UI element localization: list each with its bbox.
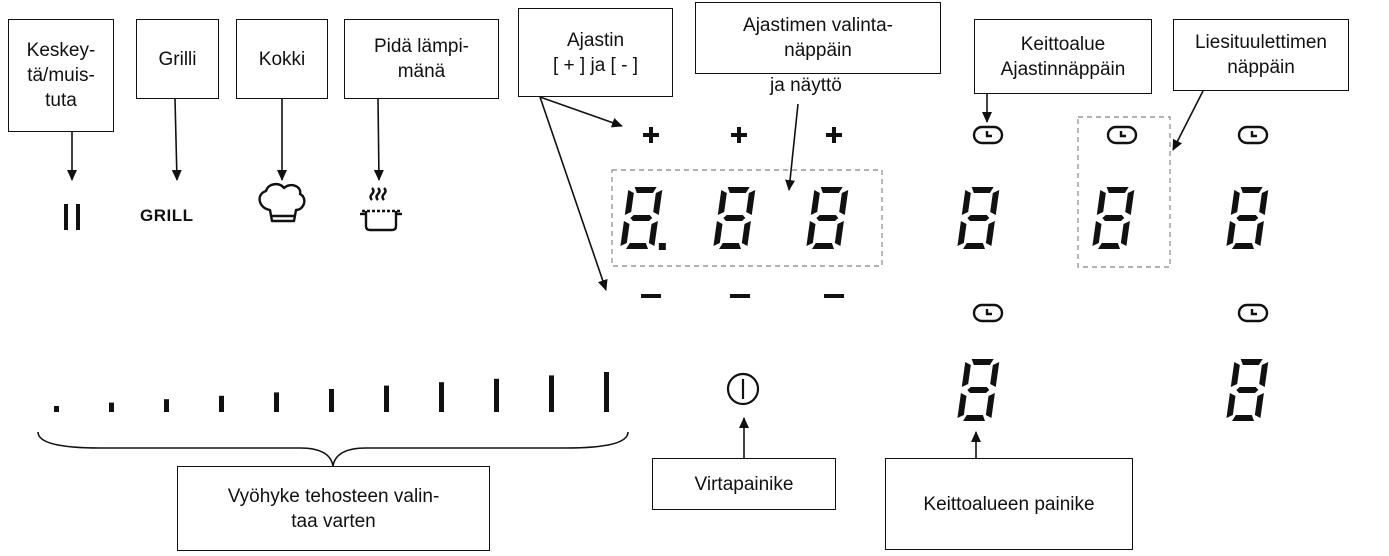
zone-timer-icon-4[interactable]	[972, 303, 1004, 323]
pause-icon[interactable]	[64, 204, 80, 230]
timer-plus-1[interactable]	[643, 127, 659, 143]
power-zone-label-box: Vyöhyke tehosteen valin-taa varten	[177, 466, 490, 551]
keep-warm-icon[interactable]	[360, 187, 402, 232]
power-level-8[interactable]	[439, 382, 444, 412]
power-level-bars	[54, 372, 609, 412]
chef-label-box: Kokki	[236, 19, 328, 99]
timer-plus-2[interactable]	[731, 127, 747, 143]
power-level-11[interactable]	[604, 372, 609, 412]
zone-digit-bottom-right	[1226, 359, 1269, 421]
power-button-label-box: Virtapainike	[652, 458, 836, 510]
zone-timer-icon-3[interactable]	[1237, 125, 1269, 145]
timer-plus-3[interactable]	[826, 127, 842, 143]
timer-plus-minus-label-box: Ajastin[ + ] ja [ - ]	[518, 8, 673, 97]
grill-button[interactable]: GRILL	[140, 206, 194, 225]
power-level-1[interactable]	[54, 406, 59, 412]
hood-display-outline	[1077, 116, 1171, 268]
zone-button-label-box: Keittoalueen painike	[885, 458, 1133, 550]
timer-display-outline	[611, 169, 883, 267]
zone-timer-icon-2[interactable]	[1106, 125, 1138, 145]
zone-digit-top-left	[957, 187, 1000, 249]
power-level-9[interactable]	[494, 378, 499, 412]
timer-minus-2[interactable]	[730, 294, 750, 298]
keep-warm-label-box: Pidä lämpi-mänä	[344, 19, 499, 99]
zone-timer-icon-5[interactable]	[1237, 303, 1269, 323]
power-level-5[interactable]	[274, 392, 279, 412]
timer-digit-1	[620, 187, 666, 250]
zone-digit-bottom-left	[957, 359, 1000, 421]
power-level-3[interactable]	[164, 399, 169, 412]
grill-label-box: Grilli	[136, 19, 219, 99]
timer-select-label-box: Ajastimen valinta-näppäin	[695, 2, 941, 74]
power-level-4[interactable]	[219, 395, 224, 412]
timer-digit-3	[806, 187, 849, 249]
zone-timer-icon-1[interactable]	[972, 125, 1004, 145]
timer-minus-3[interactable]	[824, 294, 844, 298]
zone-digit-top-right	[1226, 187, 1269, 249]
power-level-7[interactable]	[384, 385, 389, 412]
power-icon[interactable]	[726, 372, 760, 406]
power-level-2[interactable]	[109, 402, 114, 412]
seven-segment-digits	[620, 187, 1269, 421]
timer-select-extra-text: ja näyttö	[768, 75, 844, 97]
pause-label-box: Keskey-tä/muis-tuta	[8, 19, 114, 132]
power-level-6[interactable]	[329, 389, 334, 412]
timer-minus-1[interactable]	[641, 294, 661, 298]
timer-minus-buttons	[641, 294, 844, 298]
timer-digit-2	[713, 187, 756, 249]
power-level-10[interactable]	[549, 375, 554, 412]
timer-plus-buttons	[643, 127, 842, 143]
chef-hat-icon[interactable]	[258, 183, 306, 223]
zone-digit-hood	[1092, 187, 1135, 249]
